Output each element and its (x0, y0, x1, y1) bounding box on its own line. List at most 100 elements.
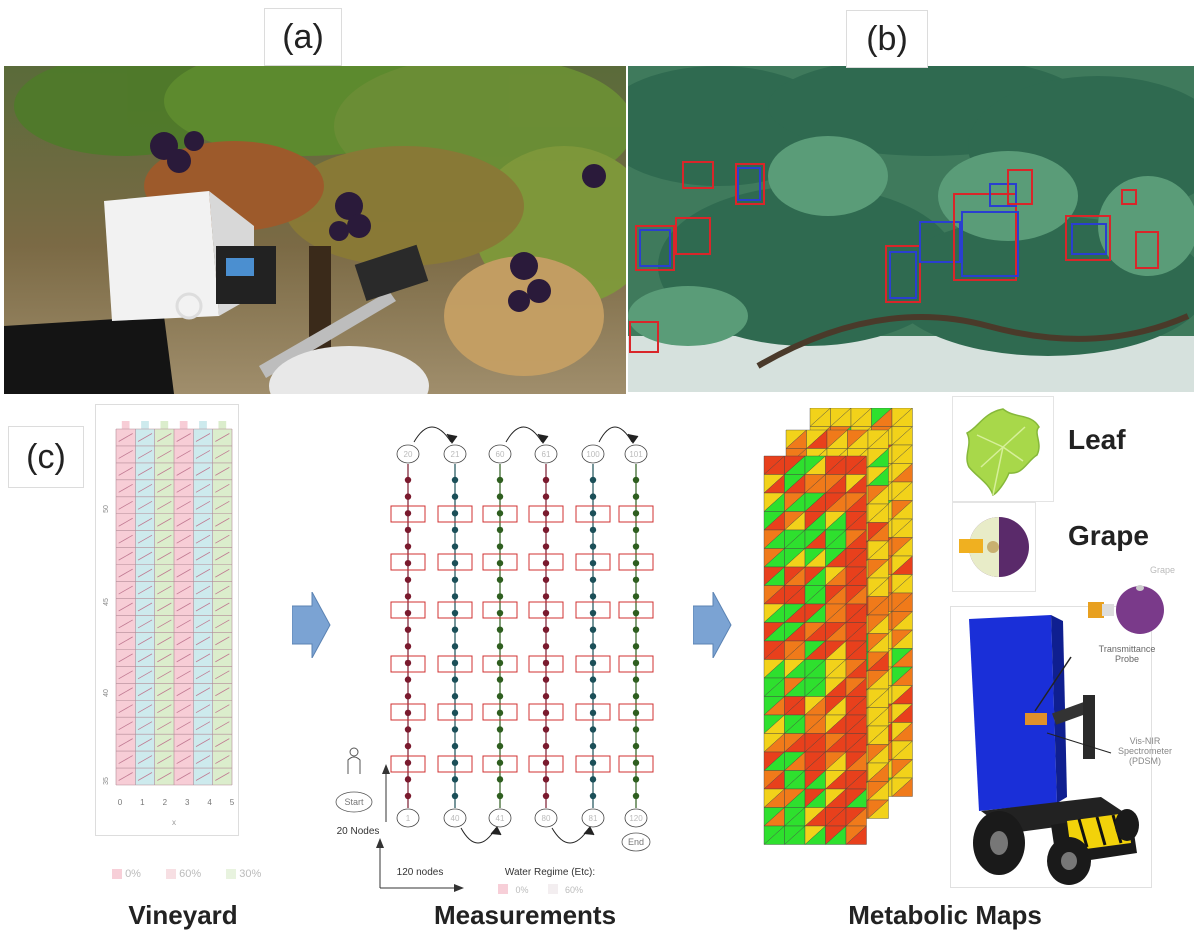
sample-box (528, 553, 564, 571)
person-icon-body (347, 756, 361, 774)
y-tick-label: 40 (103, 689, 110, 697)
vine-plant-mark (118, 653, 133, 663)
bottom-node-circle (443, 808, 467, 828)
measurement-node (451, 759, 459, 766)
measurement-node (632, 659, 640, 667)
vine-plant-mark (137, 500, 153, 510)
metabolic-maps (763, 408, 914, 845)
traversal-arrowhead (446, 433, 458, 444)
caption-metabolic: Metabolic Maps (848, 900, 1042, 930)
sample-box (618, 655, 654, 673)
vine-plant-mark (215, 721, 230, 731)
robot-grape-inset (1078, 570, 1196, 688)
measurement-node (404, 693, 412, 700)
vine-plant-mark (176, 500, 191, 510)
sample-box (482, 755, 518, 773)
bottom-node-label: 81 (589, 814, 598, 823)
measurement-node (404, 609, 412, 617)
measurement-node (404, 559, 412, 567)
sample-box (437, 703, 473, 721)
water-regime-swatch (498, 884, 508, 894)
measurement-node (589, 759, 597, 766)
vine-plant-mark (137, 467, 153, 476)
end-node (621, 832, 651, 852)
top-node-label: 60 (496, 450, 505, 459)
y-tick-label: 45 (103, 598, 110, 606)
vine-plant-mark (176, 517, 191, 527)
measurement-node (542, 576, 550, 583)
end-label: End (628, 837, 644, 847)
robot-render (950, 606, 1152, 888)
sample-box (482, 505, 518, 523)
measurement-node (404, 792, 412, 800)
top-node-label: 101 (629, 450, 643, 459)
measurement-node (451, 792, 459, 800)
bottom-node-label: 41 (496, 814, 505, 823)
measurement-node (451, 559, 459, 567)
bottom-node-circle (396, 808, 420, 828)
robot-label-probe: Transmittance Probe (1098, 644, 1156, 664)
sample-box (437, 505, 473, 523)
traversal-arrow (598, 426, 633, 443)
sample-box (575, 505, 611, 523)
metabolic-cell (845, 825, 867, 845)
measurement-node (542, 709, 550, 717)
vine-plant-mark (137, 483, 153, 493)
measurement-node (496, 593, 504, 600)
vine-plant-mark (215, 619, 230, 629)
start-label: Start (344, 797, 364, 807)
vine-plant-mark (195, 687, 211, 697)
measurement-node (404, 626, 412, 633)
robot-platform-icon (969, 615, 1139, 885)
vine-plant-mark (195, 755, 211, 764)
vine-plant-mark (195, 653, 211, 663)
vine-plant-mark (137, 670, 153, 680)
bottom-node-circle (624, 808, 648, 828)
vine-plant-mark (215, 772, 230, 781)
measurement-node (496, 559, 504, 567)
measurement-node (404, 576, 412, 583)
measurement-node (404, 593, 412, 600)
bottom-node-label: 1 (406, 814, 411, 823)
vine-plant-mark (215, 585, 230, 595)
robot-label-grape: Grape (1150, 565, 1176, 575)
measurement-node (451, 643, 459, 650)
vine-plant-mark (215, 687, 230, 697)
grape-cross-section-icon (959, 517, 1029, 577)
traversal-arrowhead (537, 433, 549, 444)
measurement-node (451, 709, 459, 717)
sample-box (575, 703, 611, 721)
vine-plant-mark (137, 772, 153, 781)
measurement-node (496, 609, 504, 617)
measurement-node (404, 759, 412, 766)
vine-plant-mark (215, 738, 230, 747)
vine-plant-mark (118, 704, 133, 714)
sample-box (482, 553, 518, 571)
vine-plant-mark (118, 636, 133, 646)
vineyard-legend: 0% 60% 30% (112, 868, 292, 888)
measurement-node (632, 726, 640, 733)
vine-plant-mark (118, 500, 133, 510)
vine-plant-mark (195, 551, 211, 561)
vine-plant-mark (118, 433, 133, 442)
traversal-arrowhead (490, 826, 502, 836)
vine-plant-mark (157, 704, 172, 714)
measurement-node (632, 510, 640, 517)
measurement-node (542, 659, 550, 667)
measurement-node (404, 543, 412, 550)
measurement-node (632, 643, 640, 650)
metabolic-cell (891, 777, 913, 797)
measurement-node (451, 593, 459, 600)
vine-plant-mark (176, 585, 191, 595)
vine-plant-mark (118, 467, 133, 476)
vine-plant-mark (137, 450, 153, 459)
measurement-node (404, 676, 412, 683)
traversal-arrow (413, 426, 452, 443)
horiz-nodes-label: 120 nodes (397, 867, 444, 878)
vine-plant-mark (118, 772, 133, 781)
measurement-node (542, 526, 550, 534)
measurement-node (451, 526, 459, 534)
vine-plant-mark (118, 517, 133, 527)
top-node-label: 20 (404, 450, 413, 459)
